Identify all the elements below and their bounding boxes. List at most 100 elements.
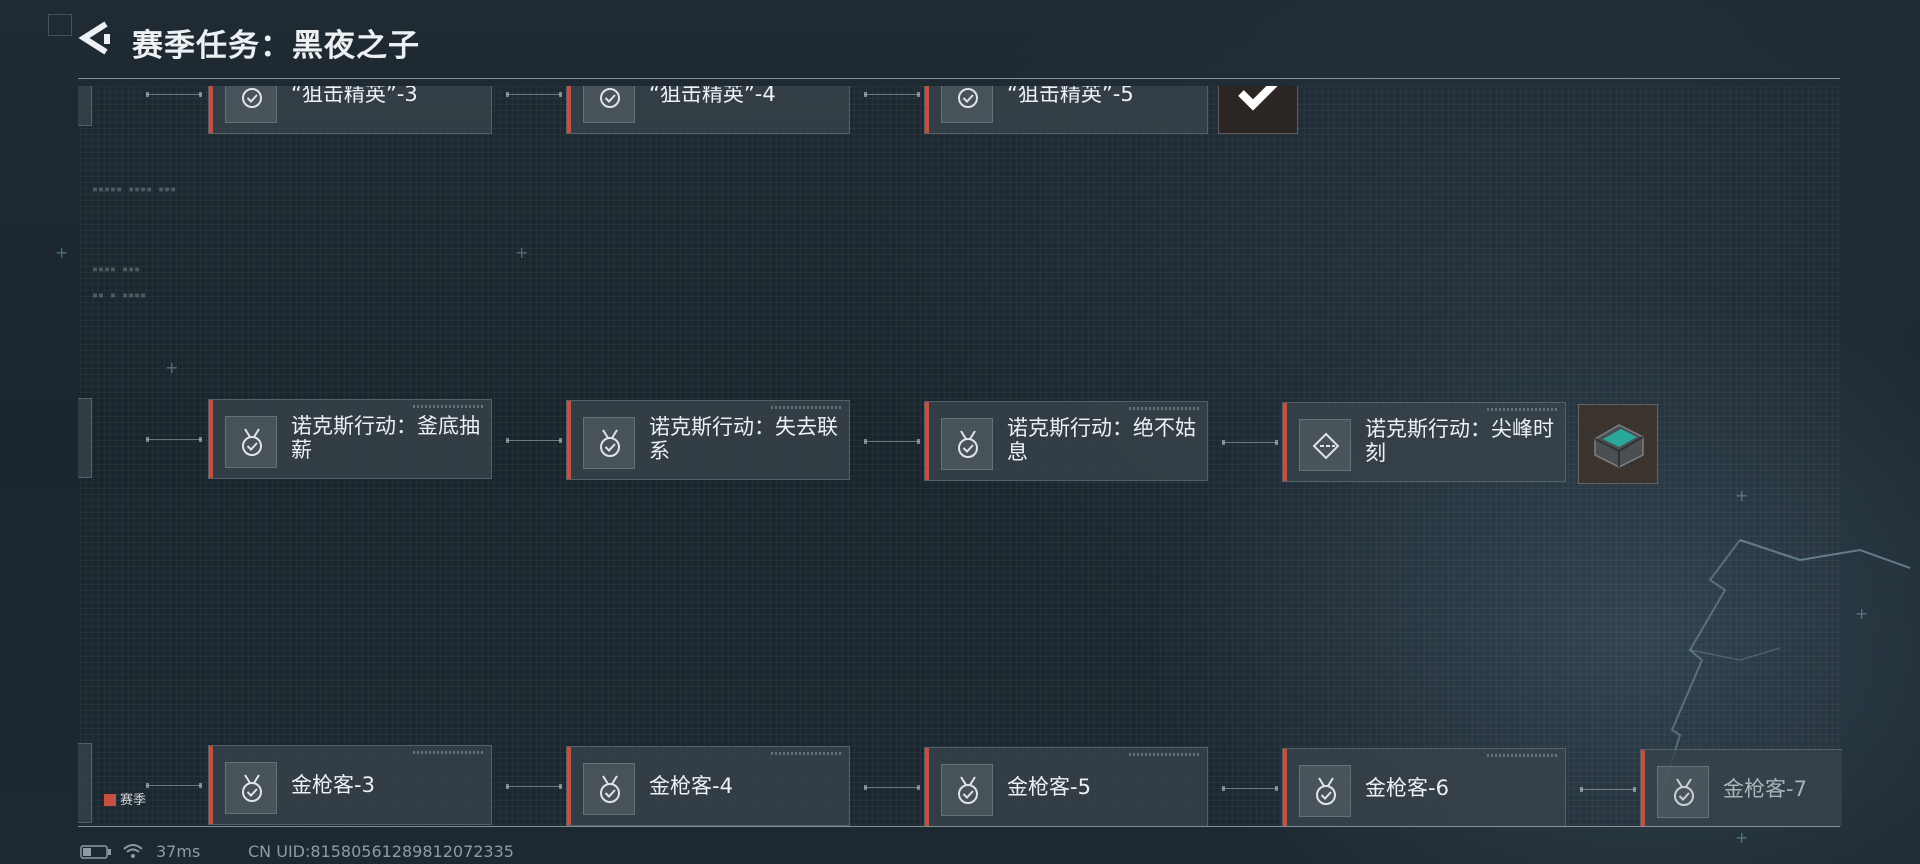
card-tag-mark [1487, 408, 1557, 411]
task-label: 金枪客-4 [649, 774, 733, 798]
background-code-text: ▪▪ ▪ ▪▪▪▪ [92, 290, 147, 301]
deco-plus-icon: + [1735, 828, 1749, 847]
season-legend: 赛季 [104, 789, 146, 808]
task-card[interactable]: 诺克斯行动：尖峰时刻 [1282, 402, 1566, 482]
task-card[interactable]: 金枪客-3 [208, 745, 492, 825]
task-card[interactable]: 金枪客-4 [566, 746, 850, 826]
checkmark-reward-icon [1238, 86, 1278, 111]
task-icon-box [583, 417, 635, 469]
task-card[interactable]: 诺克斯行动：失去联系 [566, 400, 850, 480]
task-card[interactable]: “狙击精英”-3 [208, 86, 492, 134]
footer-divider [78, 826, 1840, 827]
medal-check-icon [242, 774, 262, 802]
partial-task-card[interactable] [78, 86, 92, 126]
back-button[interactable] [78, 20, 112, 56]
medal-check-icon [600, 429, 620, 457]
card-tag-mark [413, 751, 483, 754]
task-card[interactable]: “狙击精英”-5 [924, 86, 1208, 134]
task-icon-box [1657, 766, 1709, 818]
partial-task-card[interactable] [78, 743, 92, 823]
card-accent-bar [567, 86, 571, 133]
card-accent-bar [209, 86, 213, 133]
task-label: “狙击精英”-3 [291, 86, 418, 106]
card-accent-bar [1641, 750, 1645, 826]
reward-item[interactable] [1218, 86, 1298, 134]
task-icon-box [1299, 765, 1351, 817]
medal-check-icon [600, 775, 620, 803]
medal-check-icon [1316, 777, 1336, 805]
task-icon-box [1299, 419, 1351, 471]
task-label: “狙击精英”-4 [649, 86, 776, 106]
card-accent-bar [209, 746, 213, 824]
task-icon-box [941, 418, 993, 470]
season-legend-label: 赛季 [120, 793, 147, 808]
task-card[interactable]: 金枪客-7 [1640, 749, 1842, 826]
deco-plus-icon: + [1735, 486, 1749, 505]
wifi-icon [122, 842, 144, 864]
deco-plus-icon: + [515, 243, 529, 262]
connector-line [864, 92, 920, 97]
background-code-text: ▪▪▪▪▪ ▪▪▪▪ ▪▪▪ [92, 184, 177, 195]
task-card[interactable]: 诺克斯行动：釜底抽薪 [208, 399, 492, 479]
card-tag-mark [771, 752, 841, 755]
connector-line [146, 783, 202, 788]
page-title: 赛季任务：黑夜之子 [132, 28, 420, 64]
partial-task-card[interactable]: 水 [78, 398, 92, 478]
task-label: “狙击精英”-5 [1007, 86, 1134, 106]
header: 赛季任务：黑夜之子 [78, 18, 1842, 79]
card-accent-bar [925, 86, 929, 133]
task-icon-box [225, 762, 277, 814]
task-label: 诺克斯行动：釜底抽薪 [291, 414, 480, 462]
connector-line [146, 437, 202, 442]
lightning-decoration [1659, 539, 1911, 801]
ping-text: 37ms [156, 842, 201, 861]
medal-check-icon [242, 428, 262, 456]
task-label: 金枪客-6 [1365, 776, 1449, 800]
task-label: 诺克斯行动：失去联系 [649, 415, 838, 463]
connector-line [864, 439, 920, 444]
task-icon-box [583, 86, 635, 123]
corner-bracket [48, 14, 72, 36]
deco-plus-icon: + [165, 358, 179, 377]
check-circle-icon [958, 88, 978, 108]
card-accent-bar [209, 400, 213, 478]
task-icon-box [225, 86, 277, 123]
medal-check-icon [958, 776, 978, 804]
card-tag-mark [1129, 407, 1199, 410]
uid-text: CN UID:81580561289812072335 [248, 842, 514, 861]
task-icon-box [583, 763, 635, 815]
card-tag-mark [771, 406, 841, 409]
task-label: 金枪客-7 [1723, 777, 1807, 801]
card-accent-bar [925, 402, 929, 480]
card-tag-mark [1487, 754, 1557, 757]
task-card[interactable]: 诺克斯行动：绝不姑息 [924, 401, 1208, 481]
task-card[interactable]: 金枪客-6 [1282, 748, 1566, 826]
task-label: 金枪客-3 [291, 773, 375, 797]
connector-line [146, 92, 202, 97]
connector-line [1222, 440, 1278, 445]
deco-plus-icon: + [55, 243, 69, 262]
equipment-box-reward-icon [1594, 424, 1644, 468]
diamond-arrow-icon [1312, 432, 1340, 460]
task-tree-viewport[interactable]: “狙击精英”-3 “狙击精英”-4 “狙击精英”-5 水 [78, 86, 1842, 826]
task-label: 诺克斯行动：尖峰时刻 [1365, 417, 1554, 465]
chevron-left-icon [78, 21, 110, 55]
check-circle-icon [600, 88, 620, 108]
task-label: 金枪客-5 [1007, 775, 1091, 799]
task-icon-box [941, 86, 993, 123]
connector-line [506, 438, 562, 443]
background-code-text: ▪▪▪▪ ▪▪▪ [92, 264, 141, 275]
season-color-swatch [104, 794, 116, 806]
card-accent-bar [567, 401, 571, 479]
task-card[interactable]: “狙击精英”-4 [566, 86, 850, 134]
card-tag-mark [1129, 753, 1199, 756]
card-accent-bar [1283, 749, 1287, 826]
header-divider [78, 78, 1840, 79]
connector-line [1580, 787, 1636, 792]
task-icon-box [941, 764, 993, 816]
reward-item[interactable] [1578, 404, 1658, 484]
deco-plus-icon: + [1855, 604, 1869, 623]
check-circle-icon [242, 88, 262, 108]
task-card[interactable]: 金枪客-5 [924, 747, 1208, 826]
task-icon-box [225, 416, 277, 468]
